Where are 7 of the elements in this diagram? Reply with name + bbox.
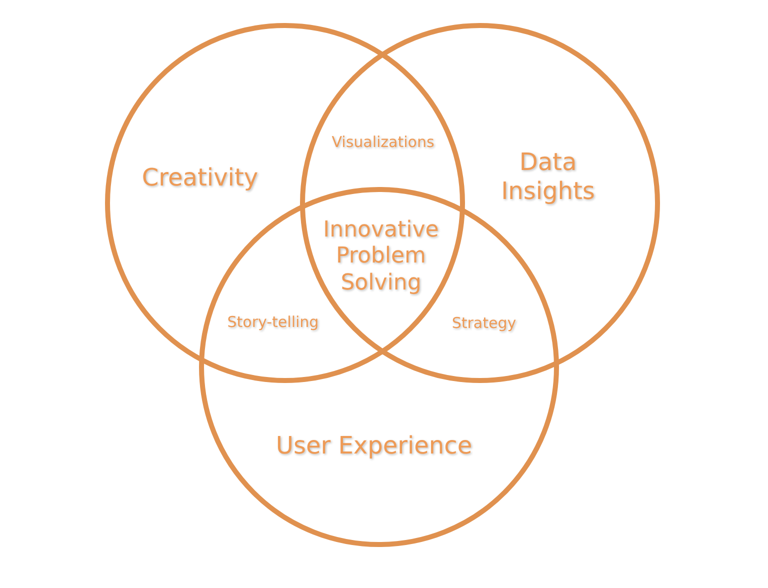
overlap-label: Innovative Problem Solving: [322, 217, 440, 297]
overlap-label: Visualizations: [330, 133, 436, 151]
overlap-label: Strategy: [450, 314, 518, 332]
overlap-label: Story-telling: [226, 313, 320, 331]
circle-label: Creativity: [140, 164, 260, 192]
circle-label: Data Insights: [500, 148, 596, 206]
circle-label: User Experience: [274, 432, 474, 460]
